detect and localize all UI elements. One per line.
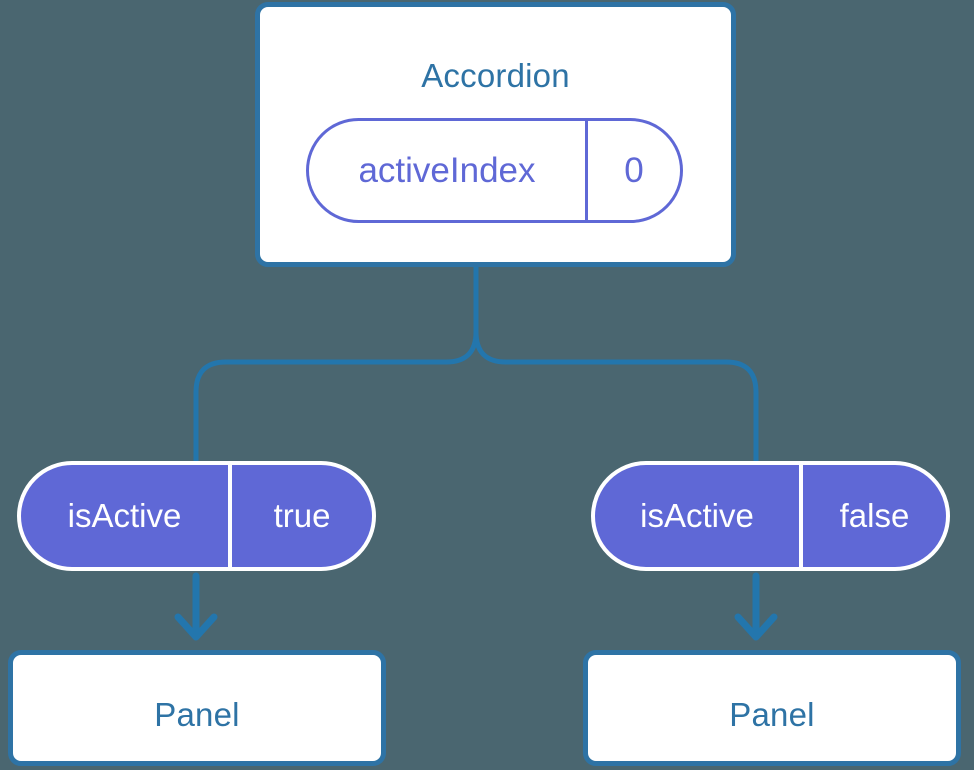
prop-key-label: isActive bbox=[21, 465, 232, 567]
panel-component-node-right[interactable]: Panel bbox=[583, 650, 961, 766]
prop-pill-is-active-false[interactable]: isActive false bbox=[591, 461, 950, 571]
prop-key-label: isActive bbox=[595, 465, 803, 567]
prop-value-label: true bbox=[273, 497, 331, 534]
panel-component-label: Panel bbox=[154, 696, 240, 733]
state-key-label: activeIndex bbox=[309, 121, 588, 220]
tree-branch-connector bbox=[193, 263, 479, 464]
tree-branch-connector bbox=[473, 263, 759, 464]
arrow-right-prop-to-panel bbox=[734, 572, 778, 641]
state-value-label: 0 bbox=[624, 150, 644, 190]
accordion-component-label: Accordion bbox=[421, 57, 570, 94]
prop-value-label: false bbox=[839, 497, 910, 534]
panel-component-label: Panel bbox=[729, 696, 815, 733]
prop-pill-is-active-true[interactable]: isActive true bbox=[17, 461, 376, 571]
state-pill-active-index[interactable]: activeIndex 0 bbox=[306, 118, 683, 223]
panel-component-node-left[interactable]: Panel bbox=[8, 650, 386, 766]
arrow-left-prop-to-panel bbox=[174, 572, 218, 641]
